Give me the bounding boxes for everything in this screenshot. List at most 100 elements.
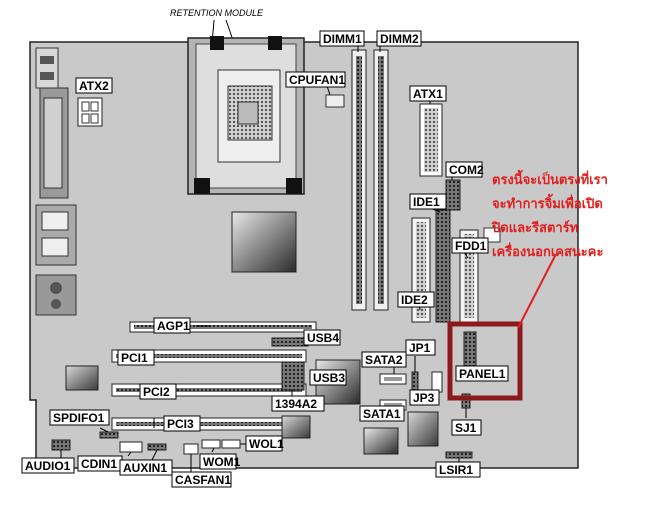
label-sj1: SJ1 xyxy=(451,419,482,436)
label-box-sata1 xyxy=(359,405,405,422)
label-pci1: PCI1 xyxy=(117,349,155,366)
label-text-sj1: SJ1 xyxy=(455,421,477,435)
atx1-connector xyxy=(419,103,443,177)
label-atx1: ATX1 xyxy=(409,85,447,102)
label-text-wol1: WOL1 xyxy=(249,437,284,451)
label-text-dimm2: DIMM2 xyxy=(380,32,419,46)
dimm-slots xyxy=(351,49,389,311)
annotation-line-4: เครื่องนอกเคสนะคะ xyxy=(492,242,603,260)
annotation-line-3: ปิดและรีสตาร์ท xyxy=(491,220,578,236)
label-box-auxin1 xyxy=(119,459,173,476)
label-box-wom1 xyxy=(199,453,237,470)
label-lsir1: LSIR1 xyxy=(435,461,481,478)
label-jp1: JP1 xyxy=(405,339,436,356)
label-text-n1394a2: 1394A2 xyxy=(275,397,317,411)
atx2-connector xyxy=(77,97,103,127)
label-text-auxin1: AUXIN1 xyxy=(123,461,167,475)
label-box-com2 xyxy=(445,161,483,178)
label-agp1: AGP1 xyxy=(153,317,191,334)
ide1-connector xyxy=(435,209,451,323)
label-text-usb4: USB4 xyxy=(307,331,339,345)
label-text-panel1: PANEL1 xyxy=(459,367,506,381)
label-ide2: IDE2 xyxy=(397,291,435,308)
label-wol1: WOL1 xyxy=(245,435,284,452)
lan-chip xyxy=(281,415,311,439)
panel1-header xyxy=(463,331,477,367)
label-box-lsir1 xyxy=(435,461,481,478)
label-box-ide1 xyxy=(409,193,447,210)
super-io-chip xyxy=(363,427,399,455)
label-audio1: AUDIO1 xyxy=(21,457,75,474)
label-text-sata1: SATA1 xyxy=(363,407,401,421)
label-text-audio1: AUDIO1 xyxy=(25,459,71,473)
label-text-pci1: PCI1 xyxy=(121,351,148,365)
label-box-dimm2 xyxy=(376,30,422,47)
label-box-atx1 xyxy=(409,85,447,102)
label-text-agp1: AGP1 xyxy=(157,319,190,333)
label-usb3: USB3 xyxy=(309,369,347,386)
label-box-wol1 xyxy=(245,435,283,452)
label-box-usb3 xyxy=(309,369,347,386)
label-text-wom1: WOM1 xyxy=(203,455,241,469)
annotation-line-1: ตรงนี้จะเป็นตรงที่เรา xyxy=(492,169,608,188)
label-box-atx2 xyxy=(75,77,113,94)
label-cpufan1: CPUFAN1 xyxy=(285,71,346,88)
label-text-com2: COM2 xyxy=(449,163,484,177)
label-text-ide2: IDE2 xyxy=(401,293,428,307)
label-dimm2: DIMM2 xyxy=(376,30,422,47)
label-text-jp1: JP1 xyxy=(409,341,431,355)
label-text-fdd1: FDD1 xyxy=(455,239,487,253)
label-text-atx2: ATX2 xyxy=(79,79,109,93)
label-text-jp3: JP3 xyxy=(413,391,435,405)
retention-module-title: RETENTION MODULE xyxy=(170,8,264,18)
label-text-cpufan1: CPUFAN1 xyxy=(289,73,345,87)
label-sata1: SATA1 xyxy=(359,405,405,422)
label-box-audio1 xyxy=(21,457,75,474)
label-ide1: IDE1 xyxy=(409,193,447,210)
rear-io-panel xyxy=(35,47,77,316)
label-box-spdifo1 xyxy=(49,409,110,426)
label-text-casfan1: CASFAN1 xyxy=(175,473,231,487)
agp1-slot xyxy=(129,321,317,333)
label-box-ide2 xyxy=(397,291,435,308)
1394a2-header xyxy=(281,361,305,391)
label-box-fdd1 xyxy=(451,237,489,254)
label-text-pci3: PCI3 xyxy=(167,417,194,431)
label-text-usb3: USB3 xyxy=(313,371,345,385)
label-com2: COM2 xyxy=(445,161,484,178)
label-text-pci2: PCI2 xyxy=(143,385,170,399)
label-atx2: ATX2 xyxy=(75,77,113,94)
jp1-jumper xyxy=(411,371,419,391)
label-pci2: PCI2 xyxy=(139,383,177,400)
label-text-sata2: SATA2 xyxy=(365,353,403,367)
label-text-ide1: IDE1 xyxy=(413,195,440,209)
label-text-spdifo1: SPDIFO1 xyxy=(53,411,105,425)
label-wom1: WOM1 xyxy=(199,453,241,470)
label-spdifo1: SPDIFO1 xyxy=(49,409,110,426)
label-casfan1: CASFAN1 xyxy=(171,471,232,488)
label-text-lsir1: LSIR1 xyxy=(439,463,473,477)
label-box-n1394a2 xyxy=(271,395,325,412)
battery xyxy=(407,411,439,447)
cpufan1-header xyxy=(325,94,345,108)
label-cdin1: CDIN1 xyxy=(77,455,123,472)
casfan1-header xyxy=(183,443,199,455)
label-text-dimm1: DIMM1 xyxy=(323,32,362,46)
label-text-cdin1: CDIN1 xyxy=(81,457,117,471)
label-box-casfan1 xyxy=(171,471,232,488)
label-auxin1: AUXIN1 xyxy=(119,459,173,476)
label-box-dimm1 xyxy=(319,30,365,47)
label-jp3: JP3 xyxy=(409,389,440,406)
label-usb4: USB4 xyxy=(303,329,341,346)
audio-chip xyxy=(65,365,99,391)
label-box-usb4 xyxy=(303,329,341,346)
annotation-line-2: จะทำการจิ้มเพื่อเปิด xyxy=(492,193,603,212)
label-box-jp1 xyxy=(405,339,436,356)
label-box-pci1 xyxy=(117,349,155,366)
label-box-panel1 xyxy=(455,365,509,382)
label-sata2: SATA2 xyxy=(361,351,407,368)
lsir1-header xyxy=(445,451,473,459)
label-box-jp3 xyxy=(409,389,440,406)
label-pci3: PCI3 xyxy=(163,415,201,432)
